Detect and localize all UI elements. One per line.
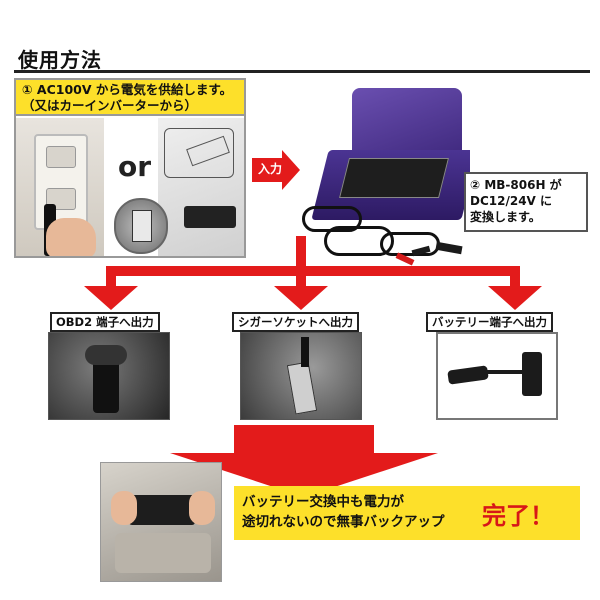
battery-plug: [447, 365, 489, 385]
step1-instruction: ① AC100V から電気を供給します。 （又はカーインバーターから）: [14, 78, 246, 116]
step2-note: ② MB-806H が DC12/24V に 変換します。: [464, 172, 588, 232]
input-arrow-icon: [252, 150, 300, 190]
output-label-obd2: OBD2 端子へ出力: [50, 312, 160, 332]
obd2-port: [85, 345, 127, 365]
hand-image: [46, 218, 96, 256]
title-divider: [14, 70, 590, 73]
right-hand-image: [189, 491, 215, 525]
page-title: 使用方法: [18, 48, 102, 72]
wall-outlet-photo: [16, 118, 104, 256]
cigar-socket: [132, 210, 152, 242]
battery-connector: [522, 352, 542, 396]
output-label-battery: バッテリー端子へ出力: [426, 312, 553, 332]
car-battery: [129, 495, 195, 525]
step1-line1: ① AC100V から電気を供給します。: [22, 82, 233, 97]
left-hand-image: [111, 491, 137, 525]
result-line1: バッテリー交換中も電力が: [242, 494, 404, 510]
cigar-adapter: [286, 361, 318, 415]
step2-line3: 変換します。: [470, 210, 541, 224]
engine-bay: [115, 533, 211, 573]
result-message: バッテリー交換中も電力が 途切れないので無事バックアップ: [234, 486, 580, 540]
outlet-socket-top: [46, 146, 76, 168]
obd2-connection-photo: [48, 332, 170, 420]
cigar-socket-connection-photo: [240, 332, 362, 420]
battery-replacement-photo: [100, 462, 222, 582]
inverter-adapter: [184, 206, 236, 228]
car-dashboard-outline: [164, 128, 234, 178]
cigar-cable: [301, 337, 309, 367]
complete-label: 完了！: [482, 502, 554, 530]
branch-arrows-icon: [84, 236, 542, 310]
battery-clip-connection-photo: [436, 332, 558, 420]
output-label-cigar: シガーソケットへ出力: [232, 312, 359, 332]
power-supply-case-photo: [300, 78, 470, 278]
cigar-socket-inset: [114, 198, 168, 254]
step1-line2: （又はカーインバーターから）: [22, 98, 198, 113]
or-label: or: [118, 150, 152, 183]
battery-cable: [486, 370, 526, 374]
result-line2: 途切れないので無事バックアップ: [242, 514, 445, 530]
result-arrow-icon: [170, 425, 438, 497]
car-inverter-photo: [158, 118, 244, 256]
input-label: 入力: [258, 162, 283, 176]
step2-line2: DC12/24V に: [470, 194, 553, 208]
step2-line1: ② MB-806H が: [470, 178, 562, 192]
outlet-plate: [34, 134, 88, 230]
control-panel: [339, 158, 449, 198]
